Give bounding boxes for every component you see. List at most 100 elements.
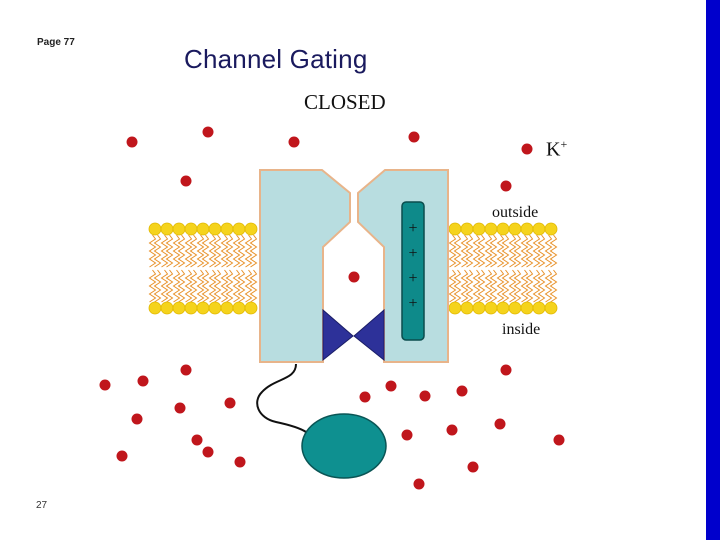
potassium-ion bbox=[446, 424, 458, 436]
lipid-head bbox=[508, 222, 522, 236]
lipid-head bbox=[184, 301, 198, 315]
potassium-ion bbox=[202, 126, 214, 138]
lipid-tail bbox=[237, 269, 246, 303]
potassium-ion bbox=[180, 364, 192, 376]
lipid-tail bbox=[201, 234, 210, 268]
gate-right-triangle bbox=[353, 308, 385, 362]
lipid-tail bbox=[177, 234, 186, 268]
potassium-ion bbox=[126, 136, 138, 148]
lipid-tail bbox=[220, 234, 229, 268]
potassium-ion bbox=[456, 385, 468, 397]
lipid-tail bbox=[549, 269, 558, 303]
lipid-tail bbox=[544, 234, 553, 268]
lipid-tail bbox=[244, 269, 253, 303]
lipid-tail bbox=[453, 234, 462, 268]
potassium-ion bbox=[234, 456, 246, 468]
lipid-head bbox=[460, 222, 474, 236]
potassium-ions bbox=[99, 126, 565, 490]
lipid-tail bbox=[477, 269, 486, 303]
potassium-ion bbox=[494, 418, 506, 430]
lipid-head bbox=[244, 222, 258, 236]
potassium-ion bbox=[99, 379, 111, 391]
lipid-head bbox=[148, 222, 162, 236]
lipid-tail bbox=[189, 269, 198, 303]
potassium-ion bbox=[202, 446, 214, 458]
lipid-tail bbox=[165, 234, 174, 268]
lipid-head bbox=[160, 301, 174, 315]
lipid-tail bbox=[232, 269, 241, 303]
lipid-tail bbox=[525, 269, 534, 303]
lipid-tail bbox=[508, 269, 517, 303]
sensor-charge: + bbox=[408, 295, 417, 312]
slide-number: 27 bbox=[36, 500, 48, 511]
lipid-head bbox=[520, 222, 534, 236]
lipid-head bbox=[496, 301, 510, 315]
lipid-tail bbox=[153, 269, 162, 303]
lipid-head bbox=[184, 222, 198, 236]
lipid-bilayer bbox=[148, 222, 558, 315]
potassium-ion bbox=[116, 450, 128, 462]
lipid-head bbox=[484, 222, 498, 236]
ion-label: K+ bbox=[546, 137, 567, 162]
potassium-ion bbox=[408, 131, 420, 143]
lipid-tail bbox=[189, 234, 198, 268]
lipid-tail bbox=[549, 234, 558, 268]
potassium-ion bbox=[224, 397, 236, 409]
lipid-head bbox=[172, 222, 186, 236]
inside-label: inside bbox=[502, 321, 541, 338]
lipid-tail bbox=[448, 234, 457, 268]
potassium-ion bbox=[348, 271, 360, 283]
lipid-head bbox=[244, 301, 258, 315]
lipid-tail bbox=[196, 269, 205, 303]
potassium-ion bbox=[137, 375, 149, 387]
potassium-ion bbox=[131, 413, 143, 425]
potassium-ion bbox=[500, 364, 512, 376]
lipid-tail bbox=[465, 269, 474, 303]
lipid-head bbox=[520, 301, 534, 315]
sensor-charge: + bbox=[408, 245, 417, 262]
potassium-ion bbox=[288, 136, 300, 148]
lipid-tail bbox=[249, 269, 258, 303]
lipid-tail bbox=[148, 269, 157, 303]
lipid-head bbox=[472, 222, 486, 236]
lipid-tail bbox=[249, 234, 258, 268]
inactivation-ball bbox=[301, 413, 387, 479]
lipid-head bbox=[172, 301, 186, 315]
lipid-tail bbox=[225, 269, 234, 303]
lipid-tail bbox=[160, 234, 169, 268]
lipid-head bbox=[460, 301, 474, 315]
lipid-head bbox=[544, 222, 558, 236]
lipid-head bbox=[496, 222, 510, 236]
channel-protein: ++++ bbox=[259, 169, 449, 363]
lipid-tail bbox=[453, 269, 462, 303]
lipid-tail bbox=[244, 234, 253, 268]
lipid-head bbox=[508, 301, 522, 315]
lipid-tail bbox=[544, 269, 553, 303]
sensor-charges: ++++ bbox=[408, 220, 417, 312]
potassium-ion bbox=[385, 380, 397, 392]
lipid-tail bbox=[148, 234, 157, 268]
lipid-tail bbox=[472, 234, 481, 268]
channel-left-subunit bbox=[259, 169, 351, 363]
potassium-ion bbox=[359, 391, 371, 403]
lipid-tail bbox=[513, 234, 522, 268]
potassium-ion bbox=[467, 461, 479, 473]
ion-charge: + bbox=[560, 137, 568, 151]
lipid-head bbox=[196, 301, 210, 315]
ball-tether bbox=[256, 363, 307, 433]
lipid-tail bbox=[153, 234, 162, 268]
lipid-tail bbox=[496, 234, 505, 268]
lipid-tail bbox=[537, 234, 546, 268]
lipid-tail bbox=[165, 269, 174, 303]
lipid-tail bbox=[484, 234, 493, 268]
lipid-tail bbox=[537, 269, 546, 303]
lipid-head bbox=[532, 301, 546, 315]
lipid-tail bbox=[501, 269, 510, 303]
sensor-charge: + bbox=[408, 270, 417, 287]
lipid-tail bbox=[520, 234, 529, 268]
lipid-tail bbox=[213, 269, 222, 303]
lipid-tail bbox=[196, 234, 205, 268]
lipid-tail bbox=[220, 269, 229, 303]
lipid-tail bbox=[208, 269, 217, 303]
lipid-tail bbox=[532, 269, 541, 303]
